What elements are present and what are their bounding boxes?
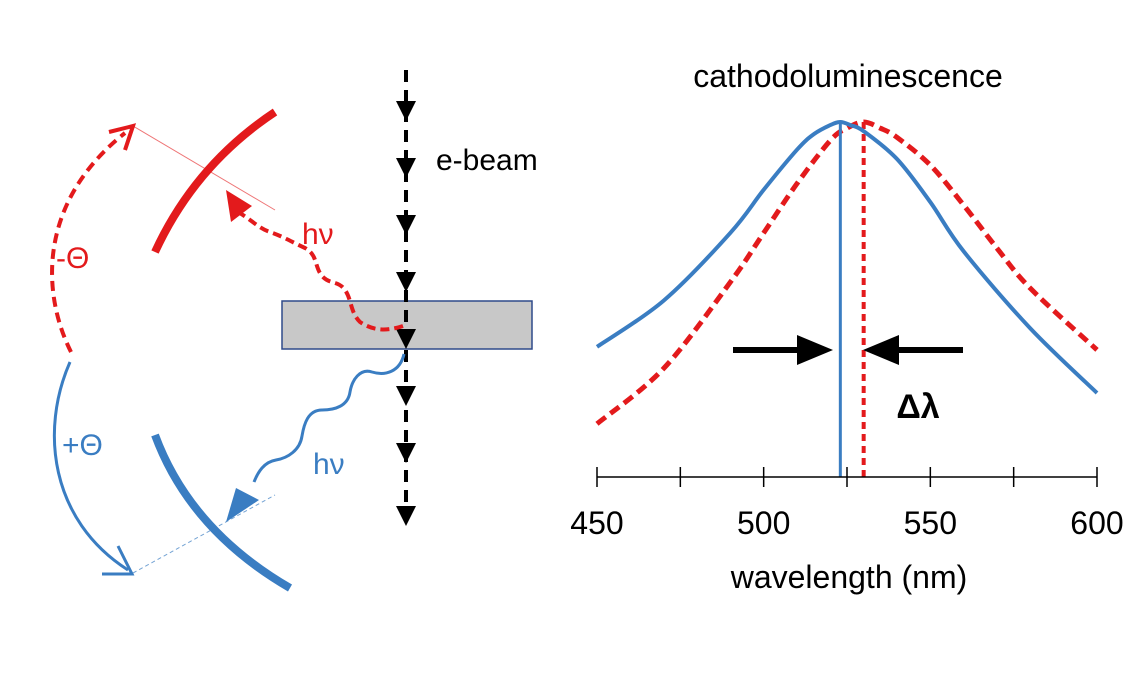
neg-angle-label: -Θ bbox=[56, 242, 89, 275]
red-photon-arrowhead bbox=[226, 190, 252, 222]
photon-bottom-label: hν bbox=[313, 448, 345, 481]
blue-detector-arc bbox=[151, 433, 293, 592]
schematic: e-beam hν hν -Θ +Θ bbox=[50, 70, 538, 592]
photon-top-label: hν bbox=[302, 218, 334, 251]
neg-angle-arrowhead bbox=[108, 123, 137, 151]
delta-arrowhead-left bbox=[797, 335, 833, 365]
blue-guide-line bbox=[132, 494, 276, 574]
pos-angle-arc bbox=[52, 361, 129, 572]
delta-arrowhead-right bbox=[863, 335, 899, 365]
ebeam-arrowhead-6 bbox=[396, 443, 416, 463]
ebeam-arrowhead-2 bbox=[396, 215, 416, 235]
ebeam-arrowhead-4 bbox=[396, 329, 416, 349]
red-detector-arc bbox=[151, 108, 278, 254]
x-tick-label-550: 550 bbox=[904, 505, 957, 541]
chart: cathodoluminescence 450 500 550 600 wavelen… bbox=[570, 58, 1123, 595]
ebeam-arrowhead-3 bbox=[396, 272, 416, 292]
ebeam-arrowhead-7 bbox=[396, 506, 416, 526]
pos-angle-label: +Θ bbox=[62, 429, 103, 462]
delta-lambda-label: Δλ bbox=[896, 388, 939, 426]
ebeam-arrowheads bbox=[396, 101, 416, 526]
ebeam bbox=[396, 70, 416, 528]
ebeam-arrowhead-0 bbox=[396, 101, 416, 121]
blue-photon-arrowhead bbox=[226, 488, 259, 522]
x-tick-labels: 450 500 550 600 bbox=[570, 505, 1123, 541]
series-blue-solid-curve bbox=[595, 119, 1099, 395]
x-axis-label: wavelength (nm) bbox=[730, 559, 968, 595]
x-tick-label-450: 450 bbox=[570, 505, 623, 541]
chart-title: cathodoluminescence bbox=[693, 58, 1003, 94]
chart-plot bbox=[595, 119, 1099, 477]
ebeam-label: e-beam bbox=[436, 144, 538, 177]
red-guide-line bbox=[132, 125, 276, 211]
x-ticks bbox=[596, 467, 1098, 487]
series-red-dashed-curve bbox=[595, 119, 1099, 426]
ebeam-arrowhead-5 bbox=[396, 386, 416, 406]
red-photon-path bbox=[236, 210, 404, 332]
pos-angle-arrowhead bbox=[102, 545, 135, 576]
blue-photon-path bbox=[252, 353, 406, 483]
x-tick-label-500: 500 bbox=[737, 505, 790, 541]
ebeam-arrowhead-1 bbox=[396, 158, 416, 178]
x-tick-label-600: 600 bbox=[1070, 505, 1123, 541]
